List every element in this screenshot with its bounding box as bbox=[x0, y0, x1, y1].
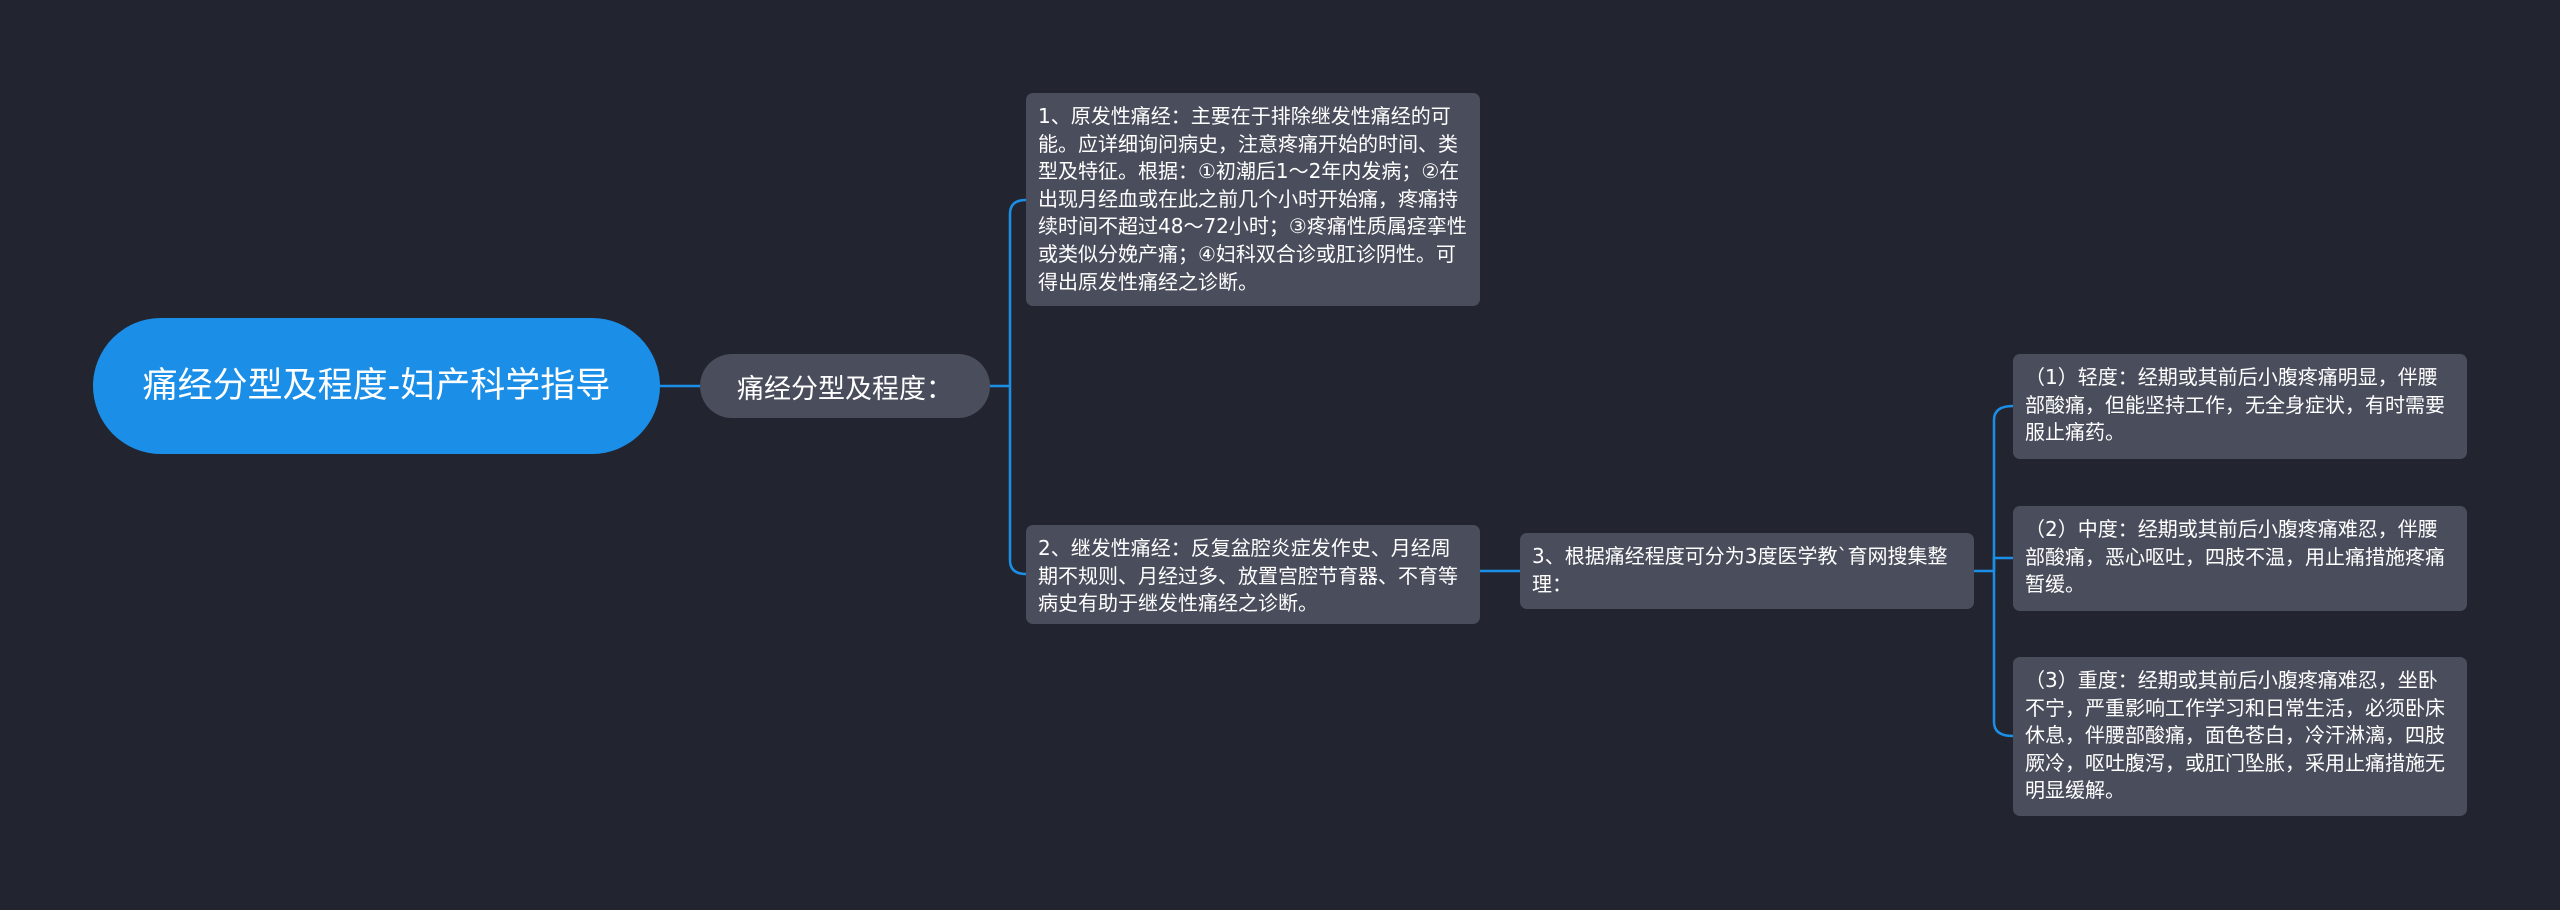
connector-severity-moderate bbox=[1992, 556, 2013, 571]
mild-grade-node[interactable]: （1）轻度：经期或其前后小腹疼痛明显，伴腰部酸痛，但能坚持工作，无全身症状，有时… bbox=[2013, 354, 2467, 459]
severity-grades-text: 3、根据痛经程度可分为3度医学教`育网搜集整理： bbox=[1532, 544, 1948, 596]
severe-grade-text: （3）重度：经期或其前后小腹疼痛难忍，坐卧不宁，严重影响工作学习和日常生活，必须… bbox=[2025, 668, 2445, 803]
primary-dysmenorrhea-text: 1、原发性痛经：主要在于排除继发性痛经的可能。应详细询问病史，注意疼痛开始的时间… bbox=[1038, 104, 1467, 294]
root-label: 痛经分型及程度-妇产科学指导 bbox=[142, 366, 611, 406]
primary-dysmenorrhea-node[interactable]: 1、原发性痛经：主要在于排除继发性痛经的可能。应详细询问病史，注意疼痛开始的时间… bbox=[1026, 93, 1480, 306]
branch-node[interactable]: 痛经分型及程度： bbox=[700, 354, 990, 418]
root-node[interactable]: 痛经分型及程度-妇产科学指导 bbox=[93, 318, 660, 454]
connector-severity-mild bbox=[1992, 404, 2014, 571]
branch-label: 痛经分型及程度： bbox=[737, 373, 953, 405]
secondary-dysmenorrhea-node[interactable]: 2、继发性痛经：反复盆腔炎症发作史、月经周期不规则、月经过多、放置宫腔节育器、不… bbox=[1026, 525, 1480, 624]
severity-grades-node[interactable]: 3、根据痛经程度可分为3度医学教`育网搜集整理： bbox=[1520, 533, 1974, 609]
connector-branch-primary bbox=[1008, 198, 1027, 386]
connector-branch-secondary bbox=[1008, 386, 1027, 576]
moderate-grade-text: （2）中度：经期或其前后小腹疼痛难忍，伴腰部酸痛，恶心呕吐，四肢不温，用止痛措施… bbox=[2025, 517, 2445, 597]
severe-grade-node[interactable]: （3）重度：经期或其前后小腹疼痛难忍，坐卧不宁，严重影响工作学习和日常生活，必须… bbox=[2013, 657, 2467, 816]
secondary-dysmenorrhea-text: 2、继发性痛经：反复盆腔炎症发作史、月经周期不规则、月经过多、放置宫腔节育器、不… bbox=[1038, 536, 1458, 616]
moderate-grade-node[interactable]: （2）中度：经期或其前后小腹疼痛难忍，伴腰部酸痛，恶心呕吐，四肢不温，用止痛措施… bbox=[2013, 506, 2467, 611]
connector-severity-severe bbox=[1992, 571, 2014, 738]
mild-grade-text: （1）轻度：经期或其前后小腹疼痛明显，伴腰部酸痛，但能坚持工作，无全身症状，有时… bbox=[2025, 365, 2445, 445]
